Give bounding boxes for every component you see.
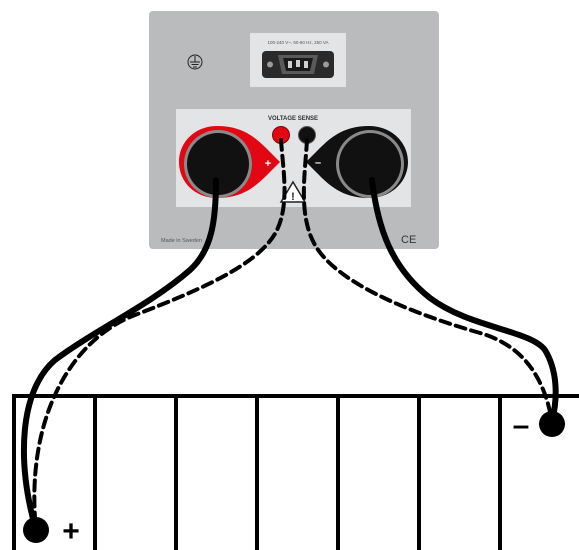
load-minus-label: – [513,409,530,442]
load-plus-label: + [62,515,80,548]
instrument-rear-panel: 100-240 V~, 50-60 Hz, 250 VA VOLTAGE SEN… [149,11,439,249]
ce-mark: CE [401,234,416,246]
made-in-text: Made in Sweden [161,238,202,244]
positive-terminal-symbol: + [265,158,271,170]
load-positive-terminal [23,517,49,543]
load-block [12,394,579,550]
voltage-sense-label: VOLTAGE SENSE [268,116,318,122]
force-cable-negative [369,177,559,425]
power-inlet: 100-240 V~, 50-60 Hz, 250 VA [250,33,346,87]
cables [21,138,559,533]
negative-terminal-symbol: – [315,157,321,169]
ground-icon [187,54,203,70]
negative-output-terminal [306,126,408,198]
warning-symbol: ! [291,191,295,203]
load-negative-terminal [539,411,565,437]
sense-cable-negative [301,138,554,424]
power-rating-text: 100-240 V~, 50-60 Hz, 250 VA [267,40,328,45]
load-outline [12,394,579,550]
load-cell-dividers [93,396,502,550]
positive-output-terminal [179,126,280,198]
sense-cable-positive [32,138,287,532]
force-cable-positive [21,177,219,533]
warning-icon [279,180,307,203]
